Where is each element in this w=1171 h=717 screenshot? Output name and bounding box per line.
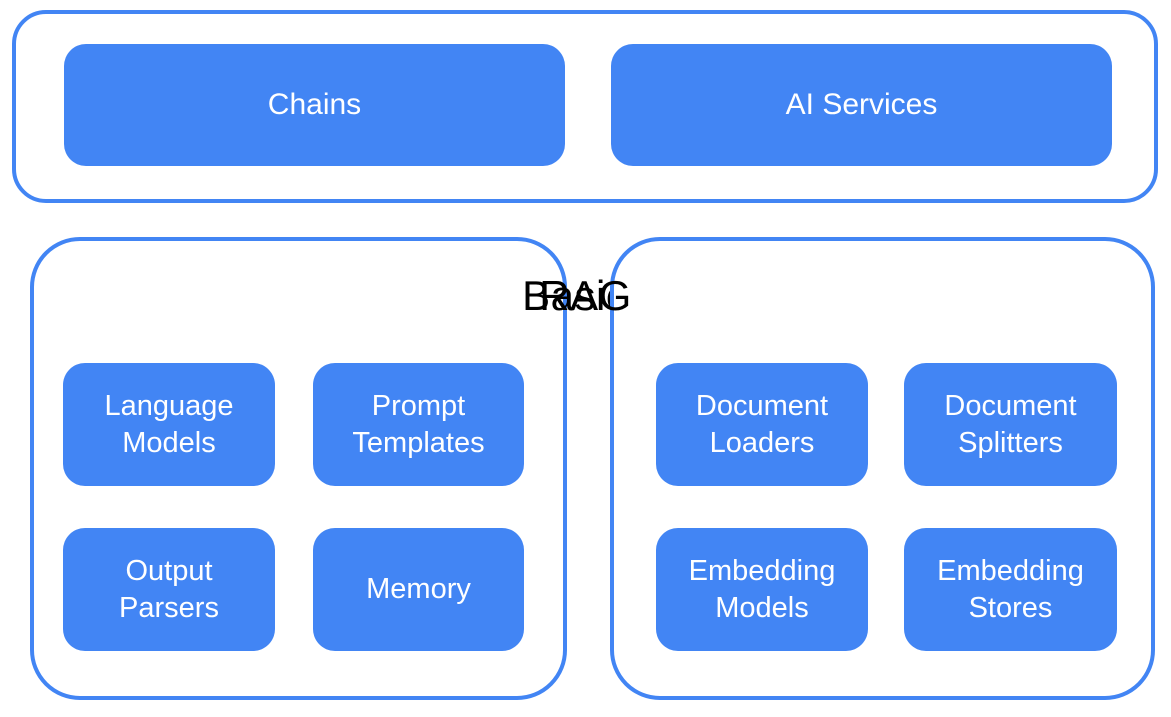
node-ai-services-label: AI Services [785, 88, 938, 122]
node-chains-label: Chains [267, 88, 362, 122]
group-rag-title: RAG [539, 272, 632, 319]
node-embedding-stores: Embedding Stores [904, 528, 1117, 651]
node-chains: Chains [64, 44, 565, 166]
node-document-splitters: Document Splitters [904, 363, 1117, 486]
node-embedding-models-label: Embedding Models [688, 554, 836, 624]
node-document-loaders-label: Document Loaders [695, 389, 829, 459]
node-ai-services: AI Services [611, 44, 1112, 166]
node-document-loaders: Document Loaders [656, 363, 868, 486]
node-memory: Memory [313, 528, 524, 651]
node-output-parsers-label: Output Parsers [119, 554, 219, 624]
node-language-models: Language Models [63, 363, 275, 486]
node-language-models-label: Language Models [104, 389, 234, 459]
node-prompt-templates: Prompt Templates [313, 363, 524, 486]
node-output-parsers: Output Parsers [63, 528, 275, 651]
node-embedding-stores-label: Embedding Stores [937, 554, 1084, 624]
node-prompt-templates-label: Prompt Templates [352, 389, 485, 459]
node-document-splitters-label: Document Splitters [944, 389, 1077, 459]
node-memory-label: Memory [366, 573, 471, 606]
node-embedding-models: Embedding Models [656, 528, 868, 651]
